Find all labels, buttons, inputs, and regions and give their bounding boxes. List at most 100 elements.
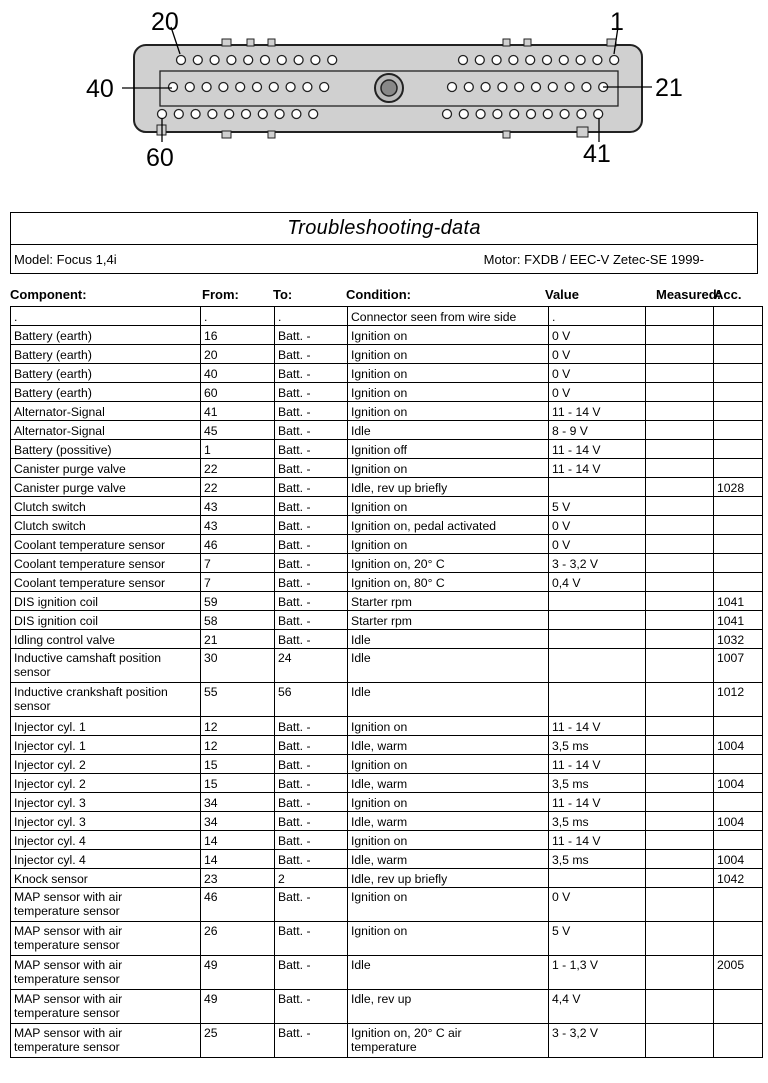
cell-component: MAP sensor with air temperature sensor	[10, 955, 201, 990]
pin	[559, 108, 570, 120]
cell-measured	[645, 325, 714, 345]
cell-acc	[713, 420, 763, 440]
pin	[475, 108, 486, 120]
cell-from: 46	[200, 887, 275, 922]
cell-from: 1	[200, 439, 275, 459]
pin-label-40: 40	[86, 75, 114, 103]
cell-measured	[645, 515, 714, 535]
cell-from: 43	[200, 515, 275, 535]
cell-to: 2	[274, 868, 348, 888]
cell-measured	[645, 648, 714, 683]
cell-value: 0,4 V	[548, 572, 646, 592]
cell-acc: 1041	[713, 591, 763, 611]
cell-value: 11 - 14 V	[548, 401, 646, 421]
pin	[441, 108, 453, 120]
pin	[592, 54, 603, 66]
cell-condition: Idle, rev up briefly	[347, 477, 549, 497]
cell-acc	[713, 325, 763, 345]
cell-to: Batt. -	[274, 735, 348, 755]
cell-from: 40	[200, 363, 275, 383]
cell-component: Canister purge valve	[10, 458, 201, 478]
cell-component: MAP sensor with air temperature sensor	[10, 1023, 201, 1058]
cell-component: Injector cyl. 1	[10, 716, 201, 736]
cell-component: Injector cyl. 2	[10, 754, 201, 774]
cell-condition: Ignition on, pedal activated	[347, 515, 549, 535]
column-header-condition: Condition:	[346, 287, 411, 302]
cell-measured	[645, 591, 714, 611]
cell-from: 16	[200, 325, 275, 345]
cell-from: 7	[200, 553, 275, 573]
pin	[480, 81, 491, 93]
cell-value	[548, 477, 646, 497]
cell-acc: 1004	[713, 773, 763, 793]
cell-component: MAP sensor with air temperature sensor	[10, 989, 201, 1024]
cell-condition: Starter rpm	[347, 591, 549, 611]
cell-value: 11 - 14 V	[548, 830, 646, 850]
cell-to: Batt. -	[274, 610, 348, 630]
cell-condition: Idle, warm	[347, 849, 549, 869]
cell-value: 3,5 ms	[548, 735, 646, 755]
pin	[209, 54, 220, 66]
pin	[525, 54, 536, 66]
pin	[457, 54, 469, 66]
pin	[593, 108, 604, 120]
pin	[491, 54, 502, 66]
cell-acc	[713, 921, 763, 956]
cell-component: Canister purge valve	[10, 477, 201, 497]
troubleshooting-table: ...Connector seen from wire side.Battery…	[10, 306, 763, 1058]
cell-measured	[645, 849, 714, 869]
cell-acc: 1032	[713, 629, 763, 649]
pin	[530, 81, 542, 93]
cell-from: 30	[200, 648, 275, 683]
pin	[175, 54, 187, 66]
cell-to: Batt. -	[274, 921, 348, 956]
cell-value: 11 - 14 V	[548, 458, 646, 478]
cell-to: Batt. -	[274, 401, 348, 421]
cell-condition: Ignition on	[347, 382, 549, 402]
cell-acc	[713, 401, 763, 421]
cell-condition: Ignition on	[347, 363, 549, 383]
vehicle-info: Model: Focus 1,4i Motor: FXDB / EEC-V Ze…	[11, 245, 757, 274]
cell-component: Clutch switch	[10, 515, 201, 535]
cell-condition: Idle	[347, 420, 549, 440]
cell-to: Batt. -	[274, 553, 348, 573]
cell-from: 23	[200, 868, 275, 888]
cell-condition: Ignition on	[347, 458, 549, 478]
cell-to: Batt. -	[274, 363, 348, 383]
cell-to: Batt. -	[274, 792, 348, 812]
cell-from: 7	[200, 572, 275, 592]
cell-condition: Idle	[347, 648, 549, 683]
cell-to: Batt. -	[274, 439, 348, 459]
cell-condition: Idle, warm	[347, 735, 549, 755]
cell-component: DIS ignition coil	[10, 610, 201, 630]
cell-component: Battery (earth)	[10, 382, 201, 402]
cell-acc	[713, 887, 763, 922]
cell-component: Battery (earth)	[10, 325, 201, 345]
cell-measured	[645, 629, 714, 649]
pin	[509, 108, 520, 120]
cell-measured	[645, 868, 714, 888]
cell-to: Batt. -	[274, 830, 348, 850]
pin-label-41: 41	[583, 140, 611, 168]
table-row: ...Connector seen from wire side.	[10, 306, 763, 326]
cell-to: Batt. -	[274, 989, 348, 1024]
cell-to: Batt. -	[274, 629, 348, 649]
cell-from: 12	[200, 716, 275, 736]
cell-measured	[645, 921, 714, 956]
cell-measured	[645, 572, 714, 592]
column-header-to: To:	[273, 287, 293, 302]
